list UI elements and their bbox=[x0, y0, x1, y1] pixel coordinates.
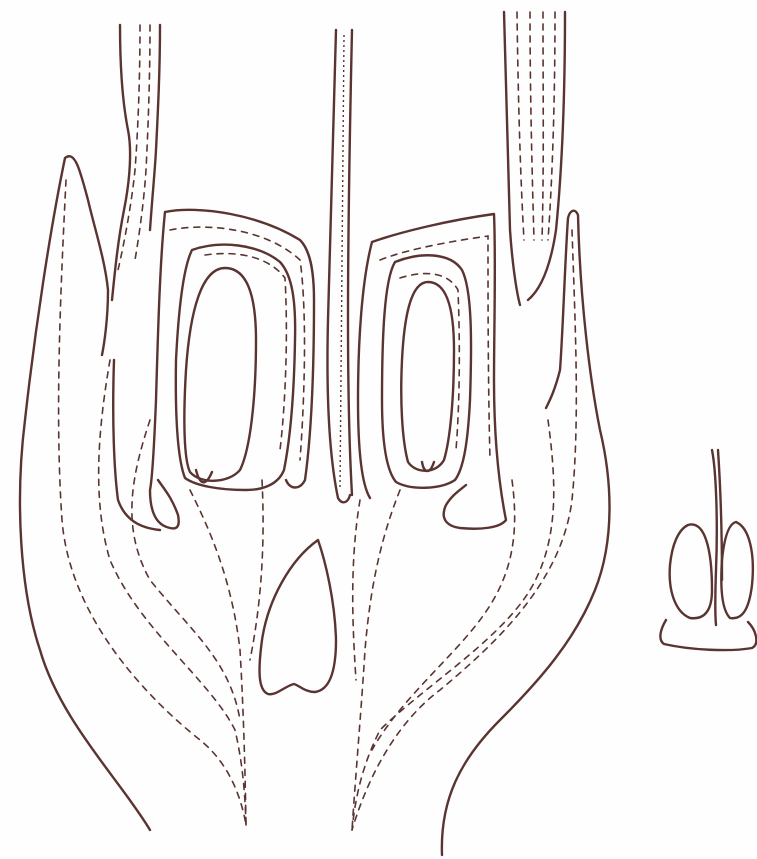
detail-sketch bbox=[660, 450, 756, 650]
detail-right-lobe bbox=[721, 522, 753, 618]
left-vascular-trace-1 bbox=[59, 180, 246, 825]
right-tube-left-edge bbox=[504, 12, 520, 305]
left-chamber-box bbox=[113, 210, 314, 530]
center-column-texture bbox=[340, 35, 344, 490]
left-vascular-trace-5 bbox=[250, 480, 263, 660]
left-tube-trace-2 bbox=[135, 25, 150, 260]
right-tube-trace-2 bbox=[530, 12, 534, 240]
right-chamber-trace-1 bbox=[380, 236, 490, 460]
center-column-left-edge bbox=[327, 30, 350, 502]
right-chamber-box bbox=[358, 214, 506, 529]
center-column-right-edge bbox=[348, 30, 352, 495]
right-vascular-trace-4 bbox=[352, 490, 400, 830]
central-shield bbox=[260, 540, 336, 694]
left-vascular-trace-4 bbox=[190, 490, 246, 825]
left-tube-left-edge bbox=[112, 25, 130, 300]
right-tube-trace-3 bbox=[542, 12, 543, 240]
right-tube-right-edge bbox=[528, 12, 565, 300]
outer-left-wall bbox=[20, 156, 150, 830]
left-chamber-trace-1 bbox=[170, 227, 305, 460]
right-tube-trace-4 bbox=[548, 12, 555, 240]
right-vascular-trace-3 bbox=[372, 480, 515, 750]
outer-right-wall bbox=[442, 211, 610, 855]
main-sectional-drawing bbox=[20, 12, 610, 855]
right-tube-trace-1 bbox=[517, 12, 524, 240]
left-tube-right-edge bbox=[150, 25, 160, 230]
left-chamber-inner-ring bbox=[176, 245, 295, 490]
detail-base bbox=[660, 620, 756, 650]
right-ovule bbox=[401, 282, 454, 471]
detail-stalk bbox=[712, 450, 722, 625]
left-vascular-trace-2 bbox=[99, 360, 246, 825]
left-ovule bbox=[184, 268, 256, 481]
right-vascular-trace-5 bbox=[353, 500, 360, 680]
detail-left-lobe bbox=[670, 524, 712, 618]
